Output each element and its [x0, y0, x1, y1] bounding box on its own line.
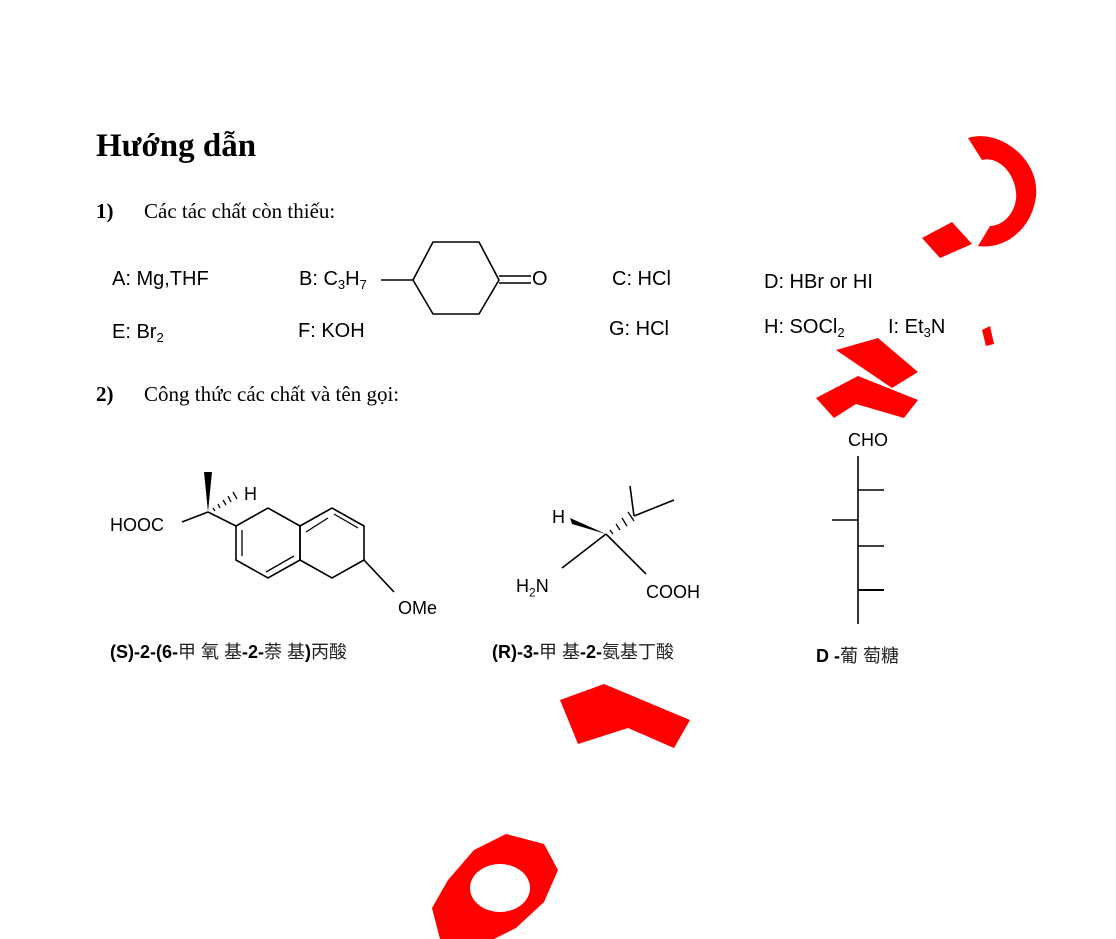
caption-1-c: -2- [242, 642, 265, 662]
caption-3-b: 葡 萄糖 [840, 646, 900, 666]
reagent-e-prefix: E: Br [112, 321, 157, 343]
reagent-i-suffix: N [930, 316, 946, 338]
label-ome: OMe [398, 598, 438, 618]
reagent-b-sub1: 3 [337, 277, 346, 292]
ketone-oxygen: O [532, 268, 548, 290]
section-1-number: 1) [96, 199, 114, 223]
caption-1-a: (S)-2-(6- [110, 642, 178, 662]
reagent-d: D: HBr or HI [764, 271, 873, 294]
reagent-e-sub: 2 [156, 330, 164, 345]
reagent-b-sub2: 7 [359, 277, 367, 292]
page-title: Hướng dẫn [96, 128, 257, 164]
reagent-b-h: H [345, 268, 360, 290]
section-2: 2) Công thức các chất và tên gọi: [96, 382, 399, 407]
reagent-b-prefix: B: C [299, 268, 338, 290]
label-h2n-n: N [535, 576, 549, 596]
label-h2n-sub: 2 [529, 585, 536, 600]
caption-2-b: 甲 基 [539, 642, 581, 662]
label-h-1: H [244, 484, 257, 504]
reagent-g: G: HCl [609, 318, 669, 340]
caption-1-b: 甲 氧 基 [178, 642, 243, 662]
caption-3-a: D - [816, 646, 840, 666]
reagent-d-or: or [829, 271, 848, 293]
reagent-h-prefix: H: SOCl [764, 316, 838, 338]
caption-2-c: -2- [580, 642, 603, 662]
section-1-text: Các tác chất còn thiếu: [144, 199, 336, 223]
caption-1-d: 萘 基 [264, 642, 306, 662]
caption-1-f: 丙酸 [311, 642, 348, 662]
label-hooc: HOOC [110, 515, 164, 535]
reagent-h: H: SOCl2 [764, 316, 845, 339]
caption-2-d: 氨基丁酸 [602, 642, 675, 662]
reagent-b: B: C3H7 [299, 268, 367, 291]
reagent-i-prefix: I: Et [888, 316, 924, 338]
label-h-2: H [552, 507, 565, 527]
label-cooh-2: COOH [646, 582, 700, 602]
valine-structure [561, 485, 675, 575]
section-2-text: Công thức các chất và tên gọi: [144, 382, 400, 406]
reagent-a: A: Mg,THF [112, 268, 209, 290]
cyclohexanone-structure [381, 241, 531, 315]
label-h2n: H2N [516, 576, 549, 600]
naproxen-structure [181, 472, 395, 593]
reagent-f: F: KOH [298, 320, 365, 342]
caption-2-a: (R)-3- [492, 642, 539, 662]
section-2-number: 2) [96, 382, 114, 406]
reagent-h-sub: 2 [837, 325, 845, 340]
section-1: 1) Các tác chất còn thiếu: [96, 199, 335, 224]
label-h2n-h: H [516, 576, 529, 596]
caption-valine: (R)-3-甲 基-2-氨基丁酸 [492, 638, 674, 664]
reagent-c: C: HCl [612, 268, 671, 290]
caption-naproxen: (S)-2-(6-甲 氧 基-2-萘 基)丙酸 [110, 638, 347, 664]
reagent-d-main: D: HBr [764, 271, 824, 293]
reagent-e: E: Br2 [112, 321, 164, 344]
reagent-i-sub: 3 [923, 325, 931, 340]
caption-1-e: ) [305, 642, 312, 662]
caption-glucose: D -葡 萄糖 [816, 642, 899, 668]
reagent-i: I: Et3N [888, 316, 945, 339]
glucose-fischer-projection [832, 456, 884, 624]
reagent-d-alt: HI [852, 271, 873, 293]
label-cho: CHO [848, 430, 888, 450]
